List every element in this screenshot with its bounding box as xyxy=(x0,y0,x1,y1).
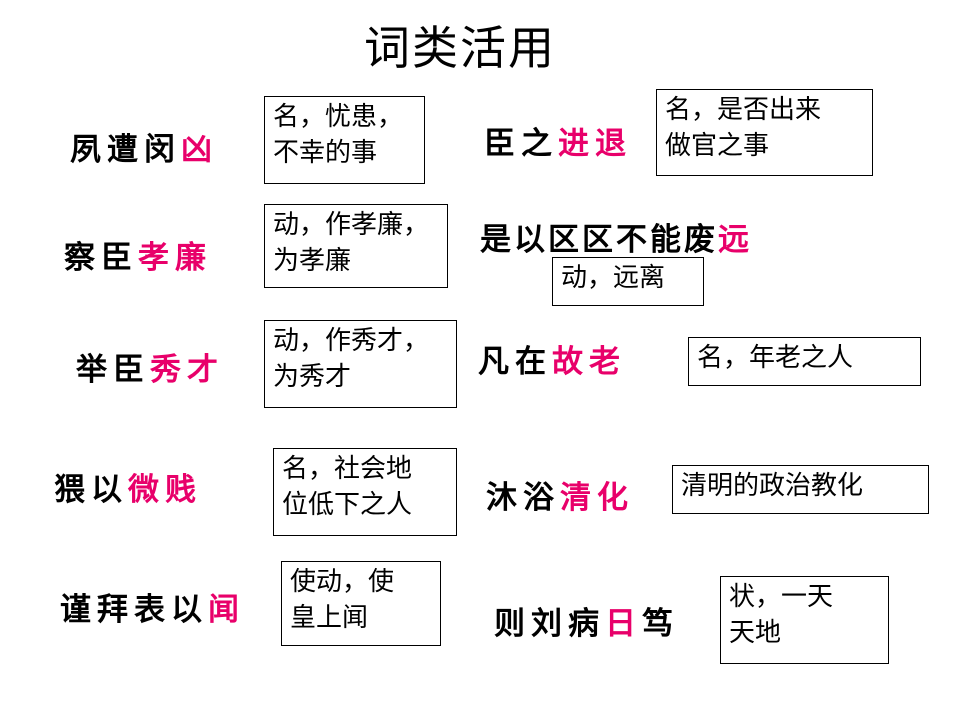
phrase-plain: 凡在 xyxy=(478,344,552,380)
phrase-highlight: 凶 xyxy=(181,132,218,168)
phrase-9: 沐浴清化 xyxy=(486,472,634,517)
phrase-plain: 臣之 xyxy=(484,126,558,162)
phrase-highlight: 微贱 xyxy=(128,472,202,508)
phrase-highlight: 清化 xyxy=(560,480,634,516)
phrase-highlight: 闻 xyxy=(208,592,245,628)
phrase-highlight: 秀才 xyxy=(150,352,224,388)
phrase-plain: 则刘病 xyxy=(494,606,605,642)
phrase-suffix: 笃 xyxy=(642,606,679,642)
note-box-7: 动，远离 xyxy=(552,257,704,306)
phrase-highlight: 日 xyxy=(605,606,642,642)
phrase-highlight: 远 xyxy=(718,222,752,258)
phrase-5: 谨拜表以闻 xyxy=(60,584,245,629)
note-box-6: 名，是否出来 做官之事 xyxy=(656,89,873,176)
phrase-highlight: 孝廉 xyxy=(138,240,212,276)
phrase-plain: 猥以 xyxy=(54,472,128,508)
note-box-1: 名，忧患， 不幸的事 xyxy=(264,96,425,184)
phrase-8: 凡在故老 xyxy=(478,336,626,381)
note-box-5: 使动，使 皇上闻 xyxy=(281,561,441,646)
phrase-1: 夙遭闵凶 xyxy=(70,124,218,169)
phrase-6: 臣之进退 xyxy=(484,118,632,163)
note-box-9: 清明的政治教化 xyxy=(672,465,929,514)
phrase-highlight: 进退 xyxy=(558,126,632,162)
phrase-plain: 察臣 xyxy=(64,240,138,276)
note-box-10: 状，一天 天地 xyxy=(720,576,889,664)
phrase-7: 是以区区不能废远 xyxy=(480,214,752,259)
phrase-2: 察臣孝廉 xyxy=(64,232,212,277)
note-box-2: 动，作孝廉， 为孝廉 xyxy=(264,204,448,288)
phrase-3: 举臣秀才 xyxy=(76,344,224,389)
note-box-3: 动，作秀才， 为秀才 xyxy=(264,320,457,408)
phrase-plain: 是以区区不能废 xyxy=(480,222,718,258)
note-box-8: 名，年老之人 xyxy=(688,337,921,386)
phrase-plain: 夙遭闵 xyxy=(70,132,181,168)
phrase-4: 猥以微贱 xyxy=(54,464,202,509)
phrase-plain: 举臣 xyxy=(76,352,150,388)
phrase-plain: 谨拜表以 xyxy=(60,592,208,628)
phrase-10: 则刘病日笃 xyxy=(494,598,679,643)
phrase-highlight: 故老 xyxy=(552,344,626,380)
phrase-plain: 沐浴 xyxy=(486,480,560,516)
note-box-4: 名，社会地 位低下之人 xyxy=(273,448,457,536)
slide-title: 词类活用 xyxy=(364,21,556,75)
